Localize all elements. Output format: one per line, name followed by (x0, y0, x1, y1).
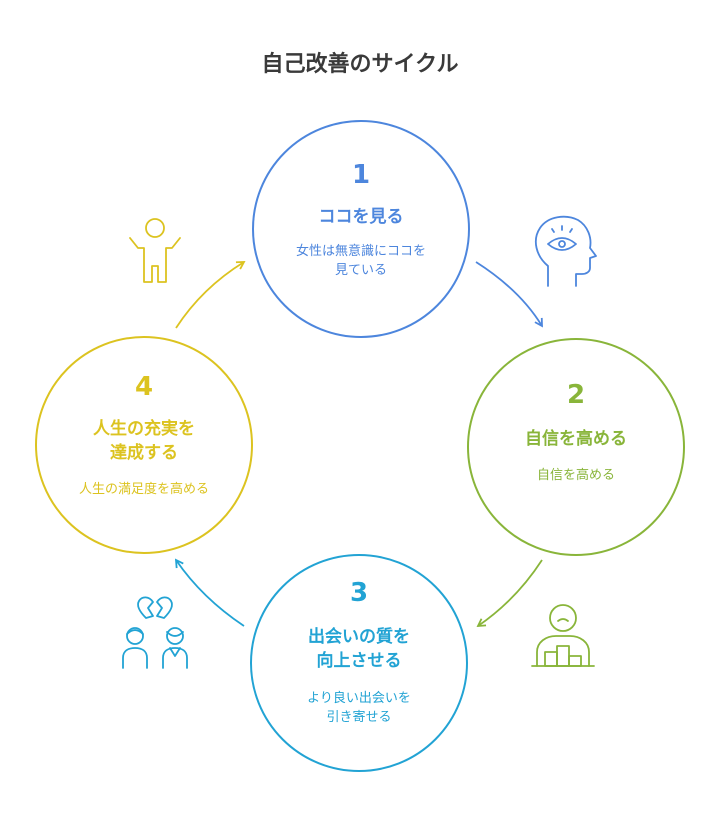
cheering-person-icon (129, 218, 181, 283)
eye-head-icon (534, 215, 597, 287)
step-2-number: 2 (566, 380, 586, 410)
step-4-heading-line-1: 人生の充実を (93, 419, 195, 439)
arrow-3-to-4 (174, 558, 245, 627)
couple-icon (122, 596, 188, 669)
step-2-heading: 自信を高める (525, 429, 627, 449)
step-3-heading-line-2: 向上させる (316, 651, 402, 671)
step-1-desc-line-1: 女性は無意識にココを (295, 244, 426, 259)
step-3-heading-line-1: 出会いの質を (308, 627, 410, 647)
step-2-circle: 2 自信を高める 自信を高める (467, 338, 685, 556)
arrow-4-to-1 (175, 261, 246, 329)
step-3-desc-line-2: 引き寄せる (326, 710, 392, 725)
step-3-desc-line-1: より良い出会いを (307, 691, 411, 706)
step-4-desc-line-1: 人生の満足度を高める (78, 482, 209, 497)
arrow-1-to-2 (475, 261, 543, 328)
step-3-number: 3 (349, 578, 369, 608)
step-3-circle: 3 出会いの質を 向上させる より良い出会いを 引き寄せる (250, 554, 468, 772)
step-1-desc-line-2: 見ている (334, 263, 387, 278)
step-4-circle: 4 人生の充実を 達成する 人生の満足度を高める (35, 336, 253, 554)
step-1-circle: 1 ココを見る 女性は無意識にココを 見ている (252, 120, 470, 338)
step-4-number: 4 (134, 372, 154, 402)
diagram-title: 自己改善のサイクル (261, 52, 459, 77)
step-1-number: 1 (351, 160, 371, 190)
step-4-heading-line-2: 達成する (110, 443, 178, 463)
step-1-heading: ココを見る (318, 207, 404, 227)
person-podium-icon (531, 604, 595, 667)
step-2-desc-line-1: 自信を高める (536, 468, 615, 483)
arrow-2-to-3 (476, 559, 543, 628)
